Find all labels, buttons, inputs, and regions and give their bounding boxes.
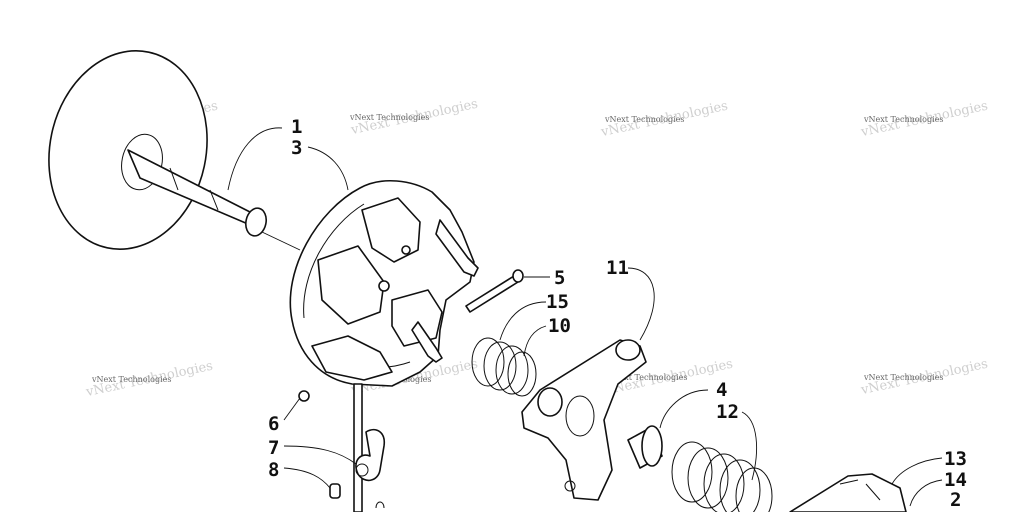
part-small-hardware	[298, 383, 386, 512]
callout-11: 11	[606, 257, 629, 279]
roller-arm-body	[521, 339, 647, 501]
leader-12	[741, 411, 757, 481]
spring-coil	[507, 351, 537, 397]
sheave-hub	[121, 133, 163, 191]
roller-arm-roller	[537, 387, 563, 417]
housing-bolt-hole	[378, 280, 390, 292]
watermark: vNext Technologies	[91, 375, 171, 384]
leader-6	[283, 397, 301, 421]
part-cover	[789, 473, 907, 512]
cam-weight	[355, 428, 386, 482]
watermark: vNext Technologies	[863, 373, 943, 382]
spring-coil	[671, 441, 713, 503]
callout-6: 6	[268, 413, 279, 435]
leader-11	[627, 267, 655, 341]
callout-12: 12	[716, 401, 739, 423]
watermark: vNext Technologies	[604, 115, 684, 124]
part-spring-small	[471, 337, 537, 397]
bushing-face	[641, 425, 663, 467]
housing-pin-upper	[435, 219, 479, 277]
spring-coil	[483, 341, 517, 391]
leader-7	[283, 445, 357, 465]
callout-14: 14	[944, 469, 967, 491]
spring-coil	[735, 467, 773, 512]
housing-bolt-hole	[401, 245, 411, 255]
leader-1	[227, 127, 283, 191]
roller-arm-pivot	[615, 339, 641, 361]
watermark: vNext Technologies	[863, 115, 943, 124]
leader-4	[659, 389, 709, 429]
roller-arm-bore	[565, 395, 595, 437]
watermark: vNext Technologies	[607, 373, 687, 382]
callout-8: 8	[268, 459, 279, 481]
callout-3: 3	[291, 137, 302, 159]
bushing-small	[329, 483, 341, 499]
callout-10: 10	[548, 315, 571, 337]
part-spring-large	[671, 441, 773, 512]
part-bushing	[627, 425, 663, 469]
leader-14	[909, 479, 943, 507]
callout-13: 13	[944, 448, 967, 470]
bolt-head	[512, 269, 524, 283]
callouts: 1 3 5 15 10 11 4 12 6 7 8 13 14 2	[268, 116, 967, 511]
leader-3	[307, 146, 349, 191]
clip	[375, 501, 385, 509]
spring-coil	[703, 453, 745, 512]
callout-2: 2	[950, 489, 961, 511]
nut	[298, 390, 310, 402]
cover-body	[789, 473, 907, 512]
part-roller-arm	[521, 339, 647, 501]
part-sheave-shaft	[48, 50, 301, 251]
housing-pin-lower	[411, 321, 443, 363]
leader-8	[283, 467, 331, 489]
leader-lines	[227, 127, 943, 507]
leader-10	[523, 325, 547, 357]
shaft-end	[244, 207, 268, 237]
spring-coil	[719, 459, 761, 512]
callout-5: 5	[554, 267, 565, 289]
callout-15: 15	[546, 291, 569, 313]
leader-13	[891, 457, 943, 485]
shaft-axis-line	[261, 231, 301, 251]
watermark: vNext Technologies	[349, 113, 429, 122]
cover-detail	[839, 479, 881, 501]
watermarks: vNext Technologies vNext Technologies vN…	[84, 97, 989, 401]
roller-arm-hole	[564, 480, 576, 492]
pin-rod	[353, 383, 363, 512]
spring-coil	[495, 345, 529, 395]
housing-tower-bottom	[311, 335, 393, 381]
housing-tower-left	[317, 245, 385, 325]
part-movable-sheave	[289, 179, 479, 387]
leader-15	[499, 301, 547, 341]
housing-tower-right	[391, 289, 443, 347]
bolt-shank	[465, 275, 519, 313]
callout-7: 7	[268, 437, 279, 459]
cam-weight-hole	[355, 463, 369, 477]
callout-1: 1	[291, 116, 302, 138]
callout-4: 4	[716, 379, 727, 401]
spring-coil	[471, 337, 505, 387]
spring-coil	[687, 447, 729, 509]
part-bolt	[465, 269, 524, 313]
shaft-steps	[169, 167, 219, 211]
